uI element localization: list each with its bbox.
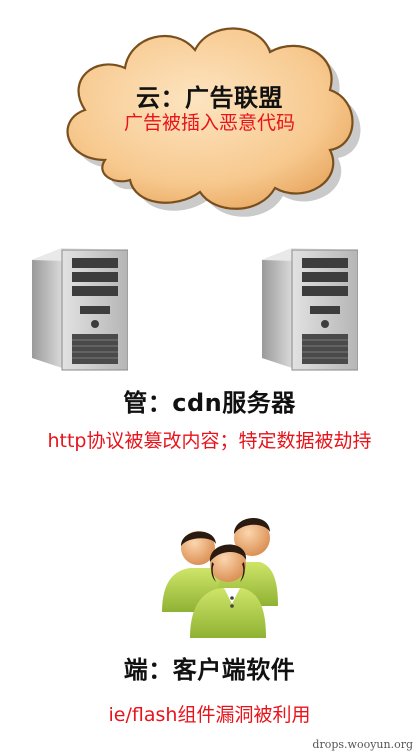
client-title: 端：客户端软件 [123, 656, 296, 684]
client-subtitle: ie/flash组件漏洞被利用 [108, 704, 311, 726]
server-icon [32, 248, 128, 371]
pipe-title: 管：cdn服务器 [123, 389, 296, 417]
server-icon [262, 248, 358, 371]
cloud-subtitle: 广告被插入恶意代码 [123, 112, 295, 134]
watermark: drops.wooyun.org [312, 738, 413, 751]
user-group-icon [162, 517, 278, 638]
cloud-shape [66, 27, 361, 217]
cloud-title: 云：广告联盟 [136, 84, 283, 112]
pipe-subtitle: http协议被篡改内容；特定数据被劫持 [47, 430, 372, 452]
